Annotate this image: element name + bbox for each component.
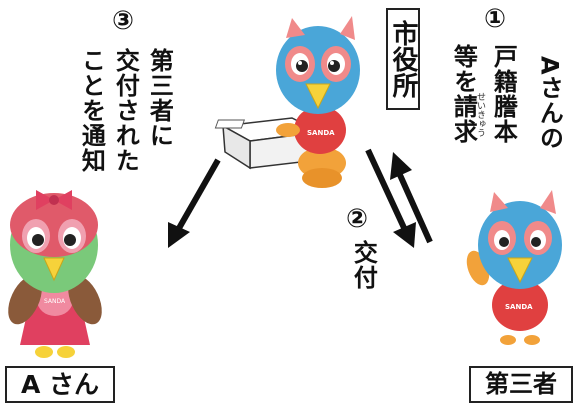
step1-text-col3: 等を請求 (449, 44, 478, 144)
a-san-label: A さん (5, 366, 115, 403)
svg-text:SANDA: SANDA (44, 298, 66, 305)
step3-number: ③ (112, 6, 135, 36)
step1-text-col1: Aさんの (535, 56, 564, 151)
step3-text-col3: ことを通知 (77, 48, 106, 173)
third-party-label: 第三者 (469, 366, 573, 403)
step1-number: ① (484, 4, 507, 34)
svg-text:SANDA: SANDA (307, 129, 335, 137)
a-san-text: A さん (20, 370, 100, 399)
third-party-mascot: SANDA (466, 190, 562, 345)
arrow-to-a-san (168, 158, 221, 248)
step3-text-col2: 交付された (111, 48, 140, 173)
step1-ruby: せいきゅう (475, 92, 485, 137)
step3-text-col1: 第三者に (145, 48, 174, 148)
arrow-to-city-hall (390, 152, 433, 244)
step2-text: 交付 (349, 240, 378, 290)
city-hall-mascot: SANDA (276, 16, 360, 188)
arrow-to-third-party (365, 148, 416, 248)
svg-text:SANDA: SANDA (505, 303, 533, 311)
step2-number: ② (346, 204, 369, 234)
third-party-text: 第三者 (485, 370, 557, 398)
step1-text-col2: 戸籍謄本 (489, 44, 518, 144)
a-san-mascot: SANDA (8, 190, 102, 358)
city-hall-label: 市役所 (386, 8, 420, 110)
city-hall-text: 市役所 (388, 20, 418, 98)
